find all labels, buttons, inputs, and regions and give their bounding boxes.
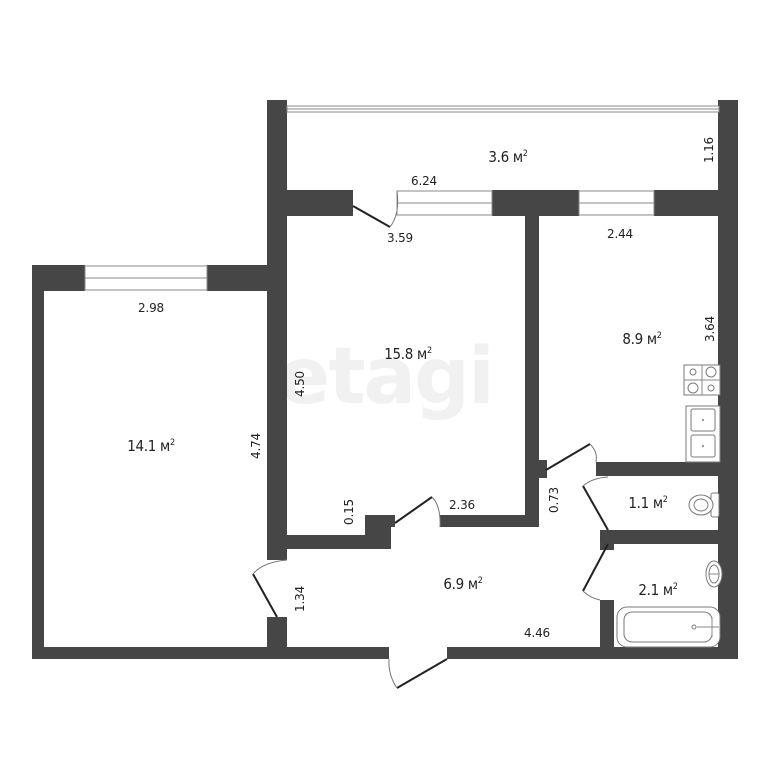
room-area-bathroom: 2.1 м2 — [638, 581, 678, 599]
bathtub-icon — [616, 606, 721, 648]
washbasin-icon — [705, 560, 723, 588]
dim-hallway-entry: 1.34 — [293, 586, 307, 612]
kitchen-sink-icon — [685, 405, 721, 463]
dim-kitchen-side: 3.64 — [703, 316, 717, 342]
doors — [252, 190, 609, 689]
dim-bedroom-top: 2.98 — [138, 301, 164, 315]
watermark-logo: etagi — [277, 332, 494, 422]
room-area-kitchen: 8.9 м2 — [622, 330, 662, 348]
room-area-living-room: 15.8 м2 — [384, 345, 432, 363]
room-area-balcony: 3.6 м2 — [488, 148, 528, 166]
dim-living-step: 0.15 — [342, 499, 356, 525]
dim-balcony-height: 1.16 — [702, 137, 716, 163]
dim-bedroom-side: 4.74 — [249, 433, 263, 459]
dim-living-side: 4.50 — [293, 371, 307, 397]
dim-balcony-width: 6.24 — [411, 174, 437, 188]
dim-kitchen-top: 2.44 — [607, 227, 633, 241]
windows — [84, 105, 720, 291]
toilet-icon — [688, 492, 720, 518]
dim-living-top: 3.59 — [387, 231, 413, 245]
stove-icon — [683, 364, 721, 396]
room-area-bedroom: 14.1 м2 — [127, 437, 175, 455]
dim-living-bottom: 2.36 — [449, 498, 475, 512]
room-area-toilet: 1.1 м2 — [628, 494, 668, 512]
dim-hallway-bottom: 4.46 — [524, 626, 550, 640]
room-area-hallway: 6.9 м2 — [443, 575, 483, 593]
walls — [32, 100, 738, 659]
dim-hallway-side: 0.73 — [547, 487, 561, 513]
